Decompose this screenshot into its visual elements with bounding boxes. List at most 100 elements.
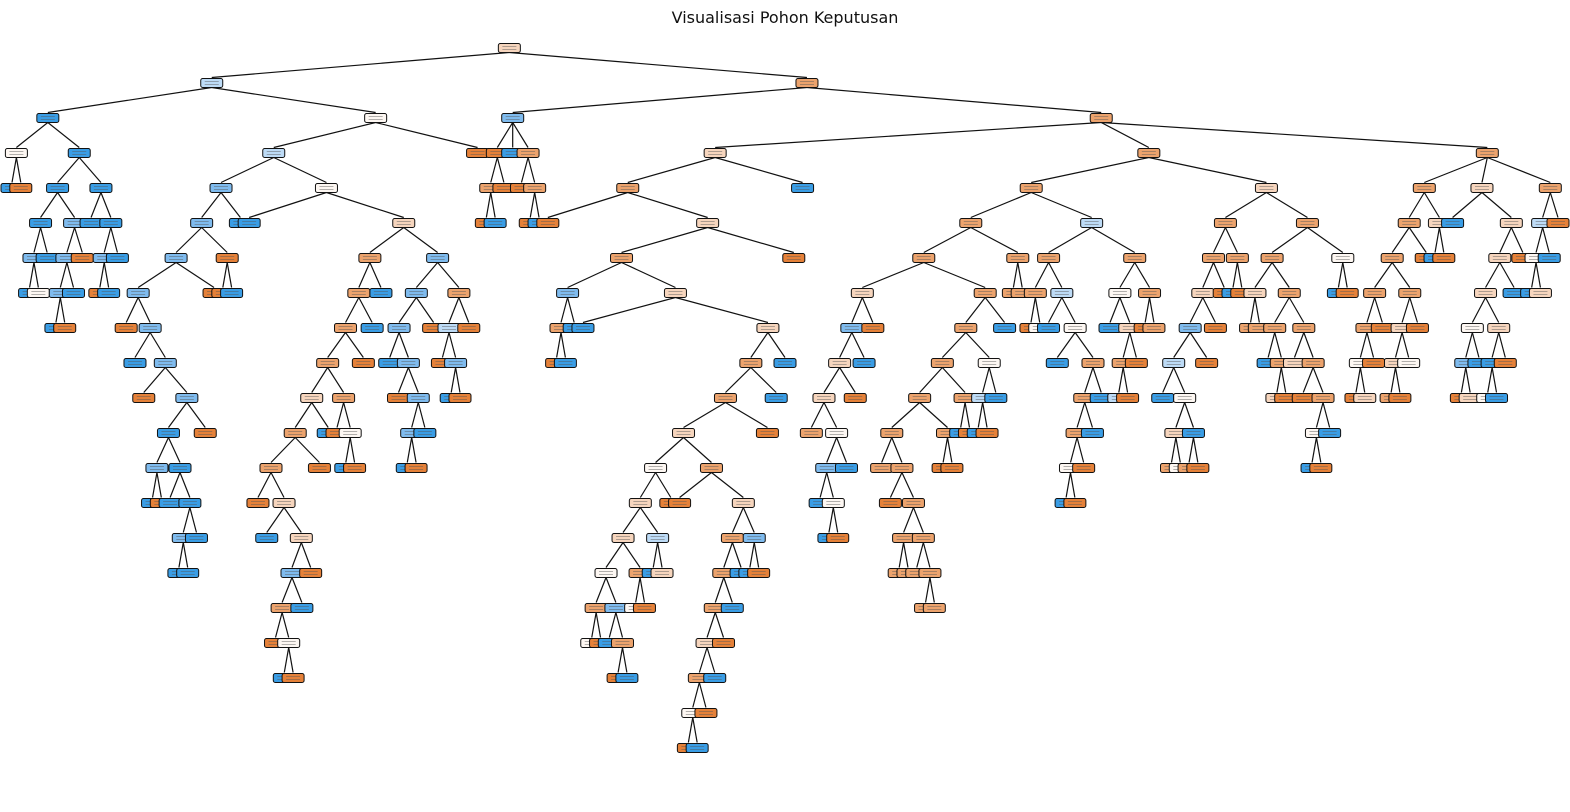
tree-node-box xyxy=(1405,323,1429,333)
tree-node-box xyxy=(114,323,138,333)
tree-node xyxy=(795,78,819,88)
tree-node xyxy=(447,288,471,298)
tree-node xyxy=(1019,183,1043,193)
tree-edge xyxy=(1012,262,1019,288)
tree-node-box xyxy=(1488,253,1512,263)
tree-node-box xyxy=(959,218,983,228)
tree-node xyxy=(870,463,894,473)
tree-node xyxy=(940,463,964,473)
tree-edge xyxy=(901,472,915,498)
tree-node-box xyxy=(1123,253,1147,263)
tree-node xyxy=(1124,358,1148,368)
tree-edge xyxy=(281,577,293,603)
tree-node-box xyxy=(663,288,687,298)
tree-nodes xyxy=(0,43,1570,753)
tree-node-box xyxy=(755,428,779,438)
tree-node-box xyxy=(782,253,806,263)
tree-edge xyxy=(1267,332,1276,358)
tree-edge xyxy=(639,472,657,498)
tree-node xyxy=(632,603,656,613)
tree-node-box xyxy=(1301,358,1325,368)
tree-node xyxy=(290,603,314,613)
tree-edge xyxy=(437,262,460,288)
tree-edge xyxy=(1535,227,1544,253)
tree-node xyxy=(553,358,577,368)
tree-edge xyxy=(891,402,921,428)
tree-edge xyxy=(59,297,66,323)
tree-node-box xyxy=(611,533,635,543)
tree-edge xyxy=(1471,297,1487,323)
tree-edge xyxy=(326,191,404,219)
tree-edge xyxy=(1224,227,1238,253)
tree-edge xyxy=(560,297,569,323)
tree-node xyxy=(61,288,85,298)
tree-edge xyxy=(15,157,22,183)
tree-node-box xyxy=(448,393,472,403)
tree-edge xyxy=(1212,227,1226,253)
tree-edge xyxy=(273,121,376,149)
tree-edge xyxy=(862,261,924,289)
tree-edge xyxy=(1184,402,1195,428)
tree-edge xyxy=(344,297,360,323)
tree-edge xyxy=(605,577,617,603)
tree-edge xyxy=(1408,227,1427,253)
tree-node xyxy=(773,358,797,368)
tree-node-box xyxy=(571,323,595,333)
tree-node-box xyxy=(281,673,305,683)
tree-node-box xyxy=(437,323,461,333)
tree-edge xyxy=(201,227,228,253)
tree-node xyxy=(584,603,608,613)
tree-edge xyxy=(851,297,863,323)
tree-node xyxy=(1108,288,1132,298)
tree-edge xyxy=(960,402,966,428)
tree-node-box xyxy=(1063,498,1087,508)
tree-node-box xyxy=(1292,323,1316,333)
tree-node-box xyxy=(338,428,362,438)
tree-edge xyxy=(448,297,460,323)
tree-node-box xyxy=(993,323,1017,333)
tree-edge xyxy=(1434,227,1441,253)
tree-edge xyxy=(47,122,80,148)
tree-node-box xyxy=(175,393,199,403)
tree-node xyxy=(457,323,481,333)
tree-node-box xyxy=(1181,428,1205,438)
tree-edge xyxy=(527,157,536,183)
tree-node xyxy=(364,113,388,123)
tree-edge xyxy=(220,156,274,184)
tree-node xyxy=(314,183,338,193)
tree-node xyxy=(556,288,580,298)
tree-node-box xyxy=(277,638,301,648)
tree-node xyxy=(132,393,156,403)
tree-edge xyxy=(683,437,712,463)
tree-node xyxy=(1397,218,1421,228)
tree-node-box xyxy=(334,323,358,333)
tree-node-box xyxy=(799,428,823,438)
tree-edge xyxy=(398,297,417,323)
tree-node xyxy=(153,358,177,368)
tree-edge xyxy=(1236,262,1243,288)
tree-node-box xyxy=(444,358,468,368)
tree-edge xyxy=(151,472,158,498)
tree-node xyxy=(1335,288,1359,298)
tree-node-box xyxy=(615,673,639,683)
tree-edge xyxy=(753,542,760,568)
tree-node-box xyxy=(351,358,375,368)
tree-node-box xyxy=(756,323,780,333)
tree-node xyxy=(1037,323,1061,333)
tree-node-box xyxy=(628,498,652,508)
tree-node-box xyxy=(764,393,788,403)
tree-edge xyxy=(349,437,356,463)
tree-edge xyxy=(698,647,708,673)
tree-edge xyxy=(946,437,953,463)
tree-edge xyxy=(16,122,49,148)
tree-node-box xyxy=(168,463,192,473)
tree-node xyxy=(334,323,358,333)
tree-edge xyxy=(1129,332,1137,358)
tree-node-box xyxy=(99,218,123,228)
tree-node xyxy=(861,323,885,333)
tree-node xyxy=(1072,463,1096,473)
tree-node xyxy=(1475,148,1499,158)
tree-node-box xyxy=(145,463,169,473)
tree-node-box xyxy=(1162,358,1186,368)
